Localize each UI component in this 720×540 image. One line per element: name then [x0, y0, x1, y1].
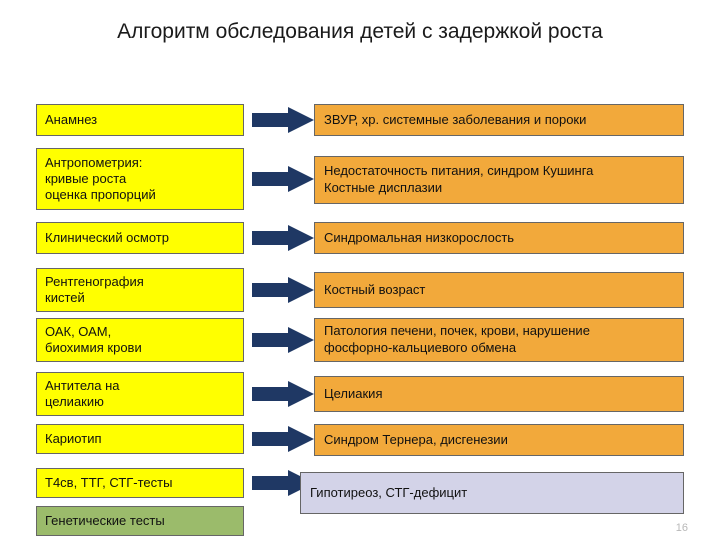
right-box: Недостаточность питания, синдром Кушинга…	[314, 156, 684, 204]
arrow-icon	[252, 327, 314, 353]
page-number: 16	[675, 522, 688, 534]
left-box: Рентгенография кистей	[36, 268, 244, 312]
arrow-icon	[252, 107, 314, 133]
left-box-label: Антропометрия: кривые роста оценка пропо…	[45, 154, 156, 203]
left-box-label: ОАК, ОАМ, биохимия крови	[45, 323, 142, 355]
right-box: Целиакия	[314, 376, 684, 412]
right-box-label: Гипотиреоз, СТГ-дефицит	[310, 484, 468, 500]
right-box-label: Костный возраст	[324, 281, 426, 297]
left-box: ОАК, ОАМ, биохимия крови	[36, 318, 244, 362]
left-box: Кариотип	[36, 424, 244, 454]
left-box-label: Генетические тесты	[45, 512, 165, 528]
right-box-label: Синдром Тернера, дисгенезии	[324, 431, 508, 447]
left-box: Антропометрия: кривые роста оценка пропо…	[36, 148, 244, 210]
left-box-label: Клинический осмотр	[45, 229, 169, 245]
left-box-label: Рентгенография кистей	[45, 273, 144, 305]
left-box: Генетические тесты	[36, 506, 244, 536]
right-box: Патология печени, почек, крови, нарушени…	[314, 318, 684, 362]
right-box: Синдром Тернера, дисгенезии	[314, 424, 684, 456]
arrow-icon	[252, 277, 314, 303]
arrow-icon	[252, 381, 314, 407]
left-box-label: Анамнез	[45, 111, 98, 127]
page-title: Алгоритм обследования детей с задержкой …	[117, 20, 603, 43]
right-box-label: Недостаточность питания, синдром Кушинга…	[324, 163, 594, 195]
left-box: Т4св, ТТГ, СТГ-тесты	[36, 468, 244, 498]
arrow-icon	[252, 470, 314, 496]
right-box: Синдромальная низкорослость	[314, 222, 684, 254]
left-box: Анамнез	[36, 104, 244, 136]
right-box-label: Патология печени, почек, крови, нарушени…	[324, 323, 590, 355]
arrow-icon	[252, 166, 314, 192]
right-box: ЗВУР, хр. системные заболевания и пороки	[314, 104, 684, 136]
right-box-label: Синдромальная низкорослость	[324, 229, 515, 245]
arrow-icon	[252, 225, 314, 251]
arrow-icon	[252, 426, 314, 452]
left-box-label: Антитела на целиакию	[45, 377, 120, 409]
left-box: Антитела на целиакию	[36, 372, 244, 416]
right-box-label: Целиакия	[324, 385, 383, 401]
right-box-label: ЗВУР, хр. системные заболевания и пороки	[324, 111, 587, 127]
left-box: Клинический осмотр	[36, 222, 244, 254]
left-box-label: Кариотип	[45, 430, 102, 446]
left-box-label: Т4св, ТТГ, СТГ-тесты	[45, 474, 173, 490]
right-box: Гипотиреоз, СТГ-дефицит	[300, 472, 684, 514]
right-box: Костный возраст	[314, 272, 684, 308]
